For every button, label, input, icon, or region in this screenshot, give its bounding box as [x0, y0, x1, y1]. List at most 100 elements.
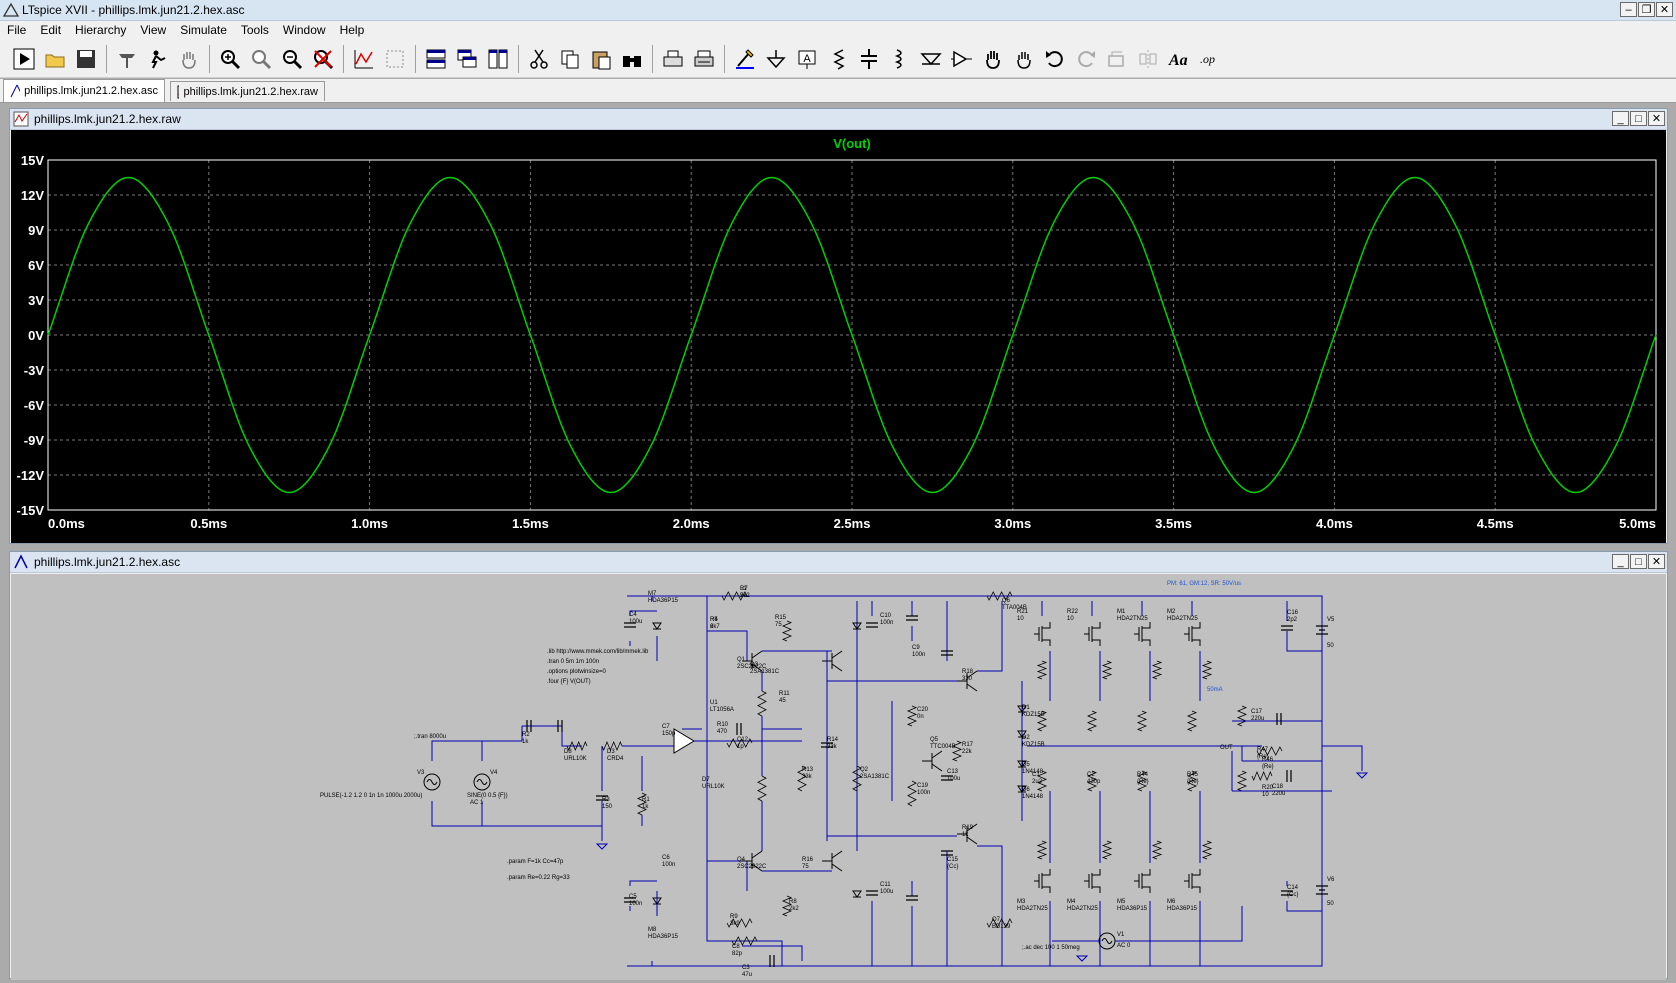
tab-waveform[interactable]: phillips.lmk.jun21.2.hex.raw [170, 81, 325, 101]
inductor-icon[interactable] [886, 45, 914, 73]
tab-label: phillips.lmk.jun21.2.hex.raw [183, 85, 318, 98]
control-panel-icon[interactable] [113, 45, 141, 73]
minimize-button[interactable]: – [1620, 2, 1637, 17]
menu-help[interactable]: Help [339, 23, 365, 37]
resistor-symbol [1186, 710, 1198, 732]
part-value: 1k [642, 804, 649, 810]
open-icon[interactable] [41, 45, 69, 73]
schematic-maximize-button[interactable]: □ [1630, 554, 1647, 569]
part-value: 2SC2922C [737, 664, 767, 670]
waveform-minimize-button[interactable]: _ [1612, 111, 1629, 126]
restore-button[interactable]: ❐ [1638, 2, 1655, 17]
menu-window[interactable]: Window [282, 23, 326, 37]
cascade-icon[interactable] [453, 45, 481, 73]
net-label-out: OUT [1220, 745, 1233, 751]
zoom-in-icon[interactable] [216, 45, 244, 73]
part-ref: C15 [947, 857, 959, 863]
spice-directive: .options plotwinsize=0 [547, 669, 607, 675]
save-icon[interactable] [72, 45, 100, 73]
zoom-back-icon[interactable] [247, 45, 275, 73]
spice-directive-icon[interactable]: .op [1196, 45, 1224, 73]
text-icon[interactable]: Aa [1165, 45, 1193, 73]
schematic-close-button[interactable]: ✕ [1648, 554, 1665, 569]
menu-file[interactable]: File [7, 23, 27, 37]
part-ref: C13 [947, 769, 959, 775]
voltage-source-symbol [423, 773, 441, 791]
zoom-cancel-icon[interactable] [309, 45, 337, 73]
wire [627, 595, 1323, 967]
copy-icon[interactable] [556, 45, 584, 73]
zoom-out-icon[interactable] [278, 45, 306, 73]
part-ref: D1 [1022, 705, 1030, 711]
resistor-icon[interactable] [824, 45, 852, 73]
capacitor-symbol [736, 723, 742, 735]
waveform-window-titlebar: phillips.lmk.jun21.2.hex.raw _ □ ✕ [10, 109, 1667, 130]
fit-icon[interactable] [381, 45, 409, 73]
battery-symbol [1316, 885, 1328, 895]
wire-icon[interactable] [731, 45, 759, 73]
wire [977, 845, 1003, 966]
y-tick-label: 12V [21, 188, 44, 203]
capacitor-icon[interactable] [855, 45, 883, 73]
part-value: 100u [629, 619, 642, 625]
y-tick-label: 15V [21, 153, 44, 168]
waveform-close-button[interactable]: ✕ [1648, 111, 1665, 126]
tile-horizontal-icon[interactable] [422, 45, 450, 73]
resistor-symbol [906, 705, 918, 727]
part-value: HDA36P15 [648, 598, 679, 604]
part-value: 10 [1067, 616, 1074, 622]
capacitor-symbol [866, 622, 878, 628]
redo-icon[interactable] [1072, 45, 1100, 73]
find-icon[interactable] [618, 45, 646, 73]
tile-vertical-icon[interactable] [484, 45, 512, 73]
drag-icon[interactable] [1010, 45, 1038, 73]
part-ref: M7 [648, 591, 657, 597]
ground-icon[interactable] [762, 45, 790, 73]
paste-icon[interactable] [587, 45, 615, 73]
schematic-drawing[interactable]: .lib http://www.mmek.com/lib/mmek.lib.tr… [11, 574, 1666, 980]
autorange-icon[interactable] [350, 45, 378, 73]
resistor-symbol [1251, 770, 1273, 782]
part-value: 100n [629, 901, 642, 907]
schematic-window: phillips.lmk.jun21.2.hex.asc _ □ ✕ .lib … [9, 551, 1668, 980]
rotate-icon[interactable] [1103, 45, 1131, 73]
tab-schematic[interactable]: phillips.lmk.jun21.2.hex.asc [3, 79, 165, 102]
schematic-minimize-button[interactable]: _ [1612, 554, 1629, 569]
transistor-q5 [957, 670, 978, 692]
part-ref: C11 [880, 882, 891, 888]
resistor-symbol [781, 620, 793, 642]
pan-icon[interactable] [175, 45, 203, 73]
close-button[interactable]: ✕ [1656, 2, 1673, 17]
part-value: {Cc} [947, 864, 958, 870]
resistor-symbol [1186, 770, 1198, 792]
probe-icon[interactable] [144, 45, 172, 73]
waveform-maximize-button[interactable]: □ [1630, 111, 1647, 126]
menu-hierarchy[interactable]: Hierarchy [75, 23, 127, 37]
part-ref: R4 [710, 617, 718, 623]
mirror-icon[interactable] [1134, 45, 1162, 73]
menu-simulate[interactable]: Simulate [180, 23, 227, 37]
wire [742, 945, 803, 961]
menu-tools[interactable]: Tools [240, 23, 269, 37]
part-value: 220u [1272, 791, 1285, 797]
part-ref: C10 [880, 613, 892, 619]
wire [977, 601, 1003, 672]
mosfet-symbol [1184, 622, 1201, 646]
waveform-icon [177, 85, 180, 98]
menu-view[interactable]: View [140, 23, 167, 37]
undo-icon[interactable] [1041, 45, 1069, 73]
menu-edit[interactable]: Edit [40, 23, 62, 37]
print-icon[interactable] [690, 45, 718, 73]
run-icon[interactable] [10, 45, 38, 73]
print-setup-icon[interactable] [659, 45, 687, 73]
ground-symbol [595, 843, 609, 850]
move-icon[interactable] [979, 45, 1007, 73]
diode-icon[interactable] [917, 45, 945, 73]
cut-icon[interactable] [525, 45, 553, 73]
component-icon[interactable] [948, 45, 976, 73]
label-net-icon[interactable]: A [793, 45, 821, 73]
part-value: 75 [775, 622, 782, 628]
schematic-canvas[interactable]: .lib http://www.mmek.com/lib/mmek.lib.tr… [11, 574, 1666, 980]
